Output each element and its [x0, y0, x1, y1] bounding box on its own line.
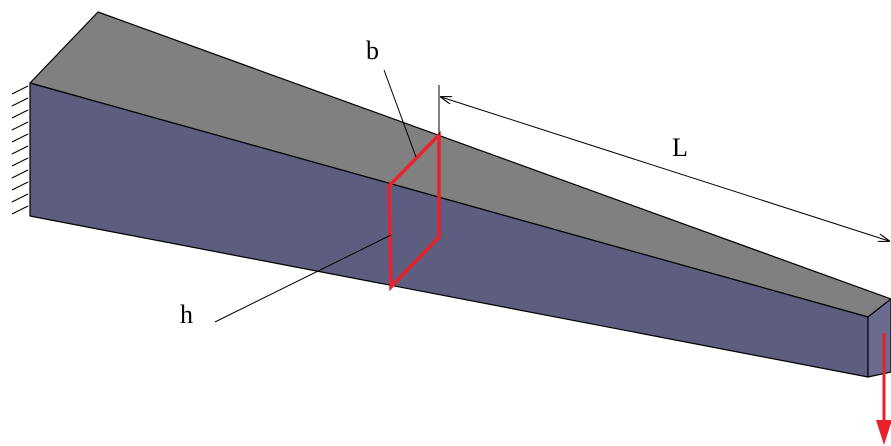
downward-force-arrow-icon: [876, 333, 891, 445]
length-dimension: [438, 85, 889, 241]
width-label: b: [366, 36, 379, 65]
width-leader-line: [383, 69, 417, 158]
fixed-wall-hatch-icon: [11, 85, 29, 215]
height-label: h: [180, 300, 193, 329]
dimension-line: [441, 97, 889, 241]
beam-side-face: [29, 82, 869, 378]
height-leader-line: [214, 234, 392, 323]
length-label: L: [672, 133, 688, 162]
